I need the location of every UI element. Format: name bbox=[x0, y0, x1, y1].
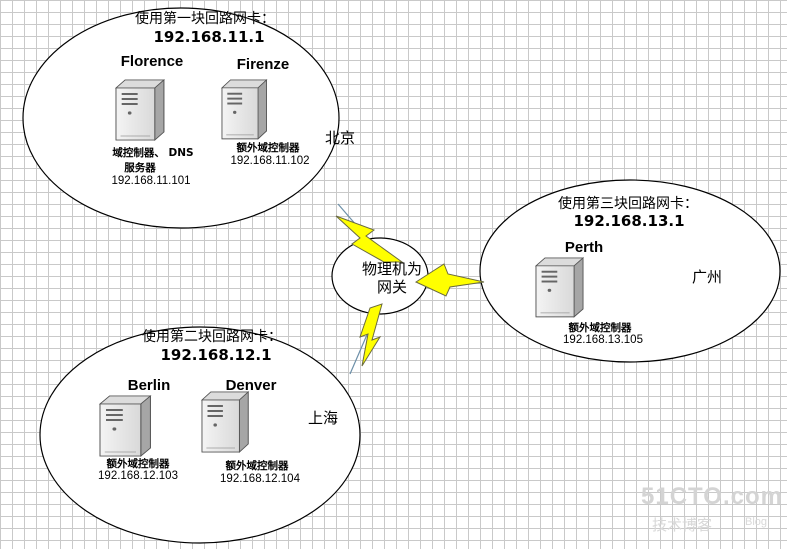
server-role: 服务器 bbox=[124, 162, 156, 174]
server-icon bbox=[535, 257, 584, 318]
watermark-logo: 51CTO.com bbox=[641, 483, 783, 510]
server-ip: 192.168.12.103 bbox=[98, 470, 178, 482]
server-name: Berlin bbox=[127, 377, 171, 394]
server-icon bbox=[99, 395, 152, 457]
server-name: Firenze bbox=[236, 56, 290, 73]
gateway-ip: 192.168.12.1 bbox=[160, 346, 272, 364]
lightning-icon bbox=[335, 215, 404, 263]
gateway-label: 网关 bbox=[376, 278, 408, 296]
server-icon bbox=[201, 391, 249, 453]
server-role: 额外域控制器 bbox=[106, 458, 170, 470]
server-ip: 192.168.11.101 bbox=[111, 175, 191, 187]
network-caption: 使用第二块回路网卡： bbox=[142, 329, 282, 345]
network-shanghai-ellipse bbox=[39, 326, 361, 544]
server-role: 额外域控制器 bbox=[568, 322, 632, 334]
server-role: 域控制器、 DNS bbox=[112, 147, 194, 159]
city-label: 北京 bbox=[324, 129, 356, 147]
network-beijing-ellipse bbox=[22, 7, 340, 229]
network-caption: 使用第一块回路网卡： bbox=[135, 11, 275, 27]
server-role: 额外域控制器 bbox=[236, 142, 300, 154]
server-name: Denver bbox=[225, 377, 277, 394]
watermark-text: 技术博客 bbox=[651, 516, 713, 534]
lightning-icon bbox=[414, 263, 485, 297]
server-name: Perth bbox=[564, 239, 604, 256]
server-ip: 192.168.12.104 bbox=[220, 473, 300, 485]
watermark-text: Blog bbox=[744, 516, 768, 528]
server-role: 额外域控制器 bbox=[225, 460, 289, 472]
gateway-label: 物理机为 bbox=[361, 260, 423, 278]
gateway-ip: 192.168.13.1 bbox=[573, 212, 685, 230]
city-label: 上海 bbox=[307, 409, 339, 427]
server-name: Florence bbox=[120, 53, 184, 70]
network-caption: 使用第三块回路网卡： bbox=[558, 196, 698, 212]
server-icon bbox=[115, 79, 165, 141]
server-ip: 192.168.13.105 bbox=[563, 334, 643, 346]
lightning-icon bbox=[359, 303, 383, 367]
server-icon bbox=[221, 79, 268, 140]
gateway-ip: 192.168.11.1 bbox=[153, 28, 265, 46]
city-label: 广州 bbox=[691, 268, 723, 286]
server-ip: 192.168.11.102 bbox=[230, 155, 310, 167]
